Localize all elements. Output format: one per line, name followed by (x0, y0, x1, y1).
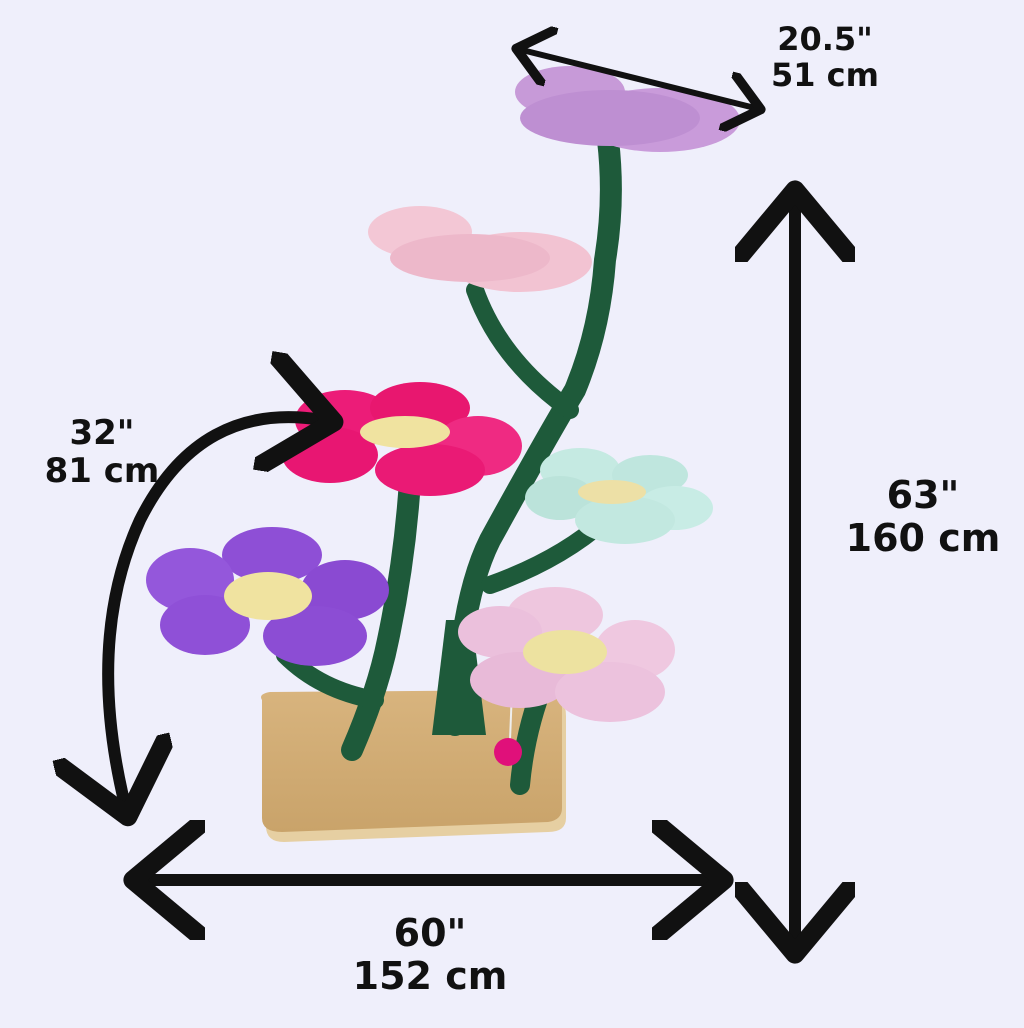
height-inches: 63" (886, 473, 960, 517)
flower-magenta (282, 382, 522, 496)
flower-reach-inches: 32" (69, 413, 135, 453)
flower-purple (146, 527, 389, 666)
height-cm: 160 cm (845, 515, 1001, 560)
dimension-arrows (108, 50, 795, 942)
flower-reach-dimension-label: 32" 81 cm (22, 414, 182, 490)
top-platform-cm: 51 cm (771, 55, 879, 94)
top-width-arrow (522, 50, 755, 108)
flower-reach-cm: 81 cm (44, 451, 160, 492)
width-dimension-label: 60" 152 cm (330, 912, 530, 997)
top-platform-dimension-label: 20.5" 51 cm (755, 20, 895, 94)
width-inches: 60" (393, 911, 467, 955)
flower-lilac (458, 587, 675, 722)
flower-mint (525, 448, 713, 544)
flower-pale-pink (368, 206, 592, 292)
top-platform-inches: 20.5" (777, 20, 873, 58)
reach-arrow (108, 417, 322, 805)
height-dimension-label: 63" 160 cm (828, 474, 1018, 559)
width-cm: 152 cm (352, 953, 508, 998)
